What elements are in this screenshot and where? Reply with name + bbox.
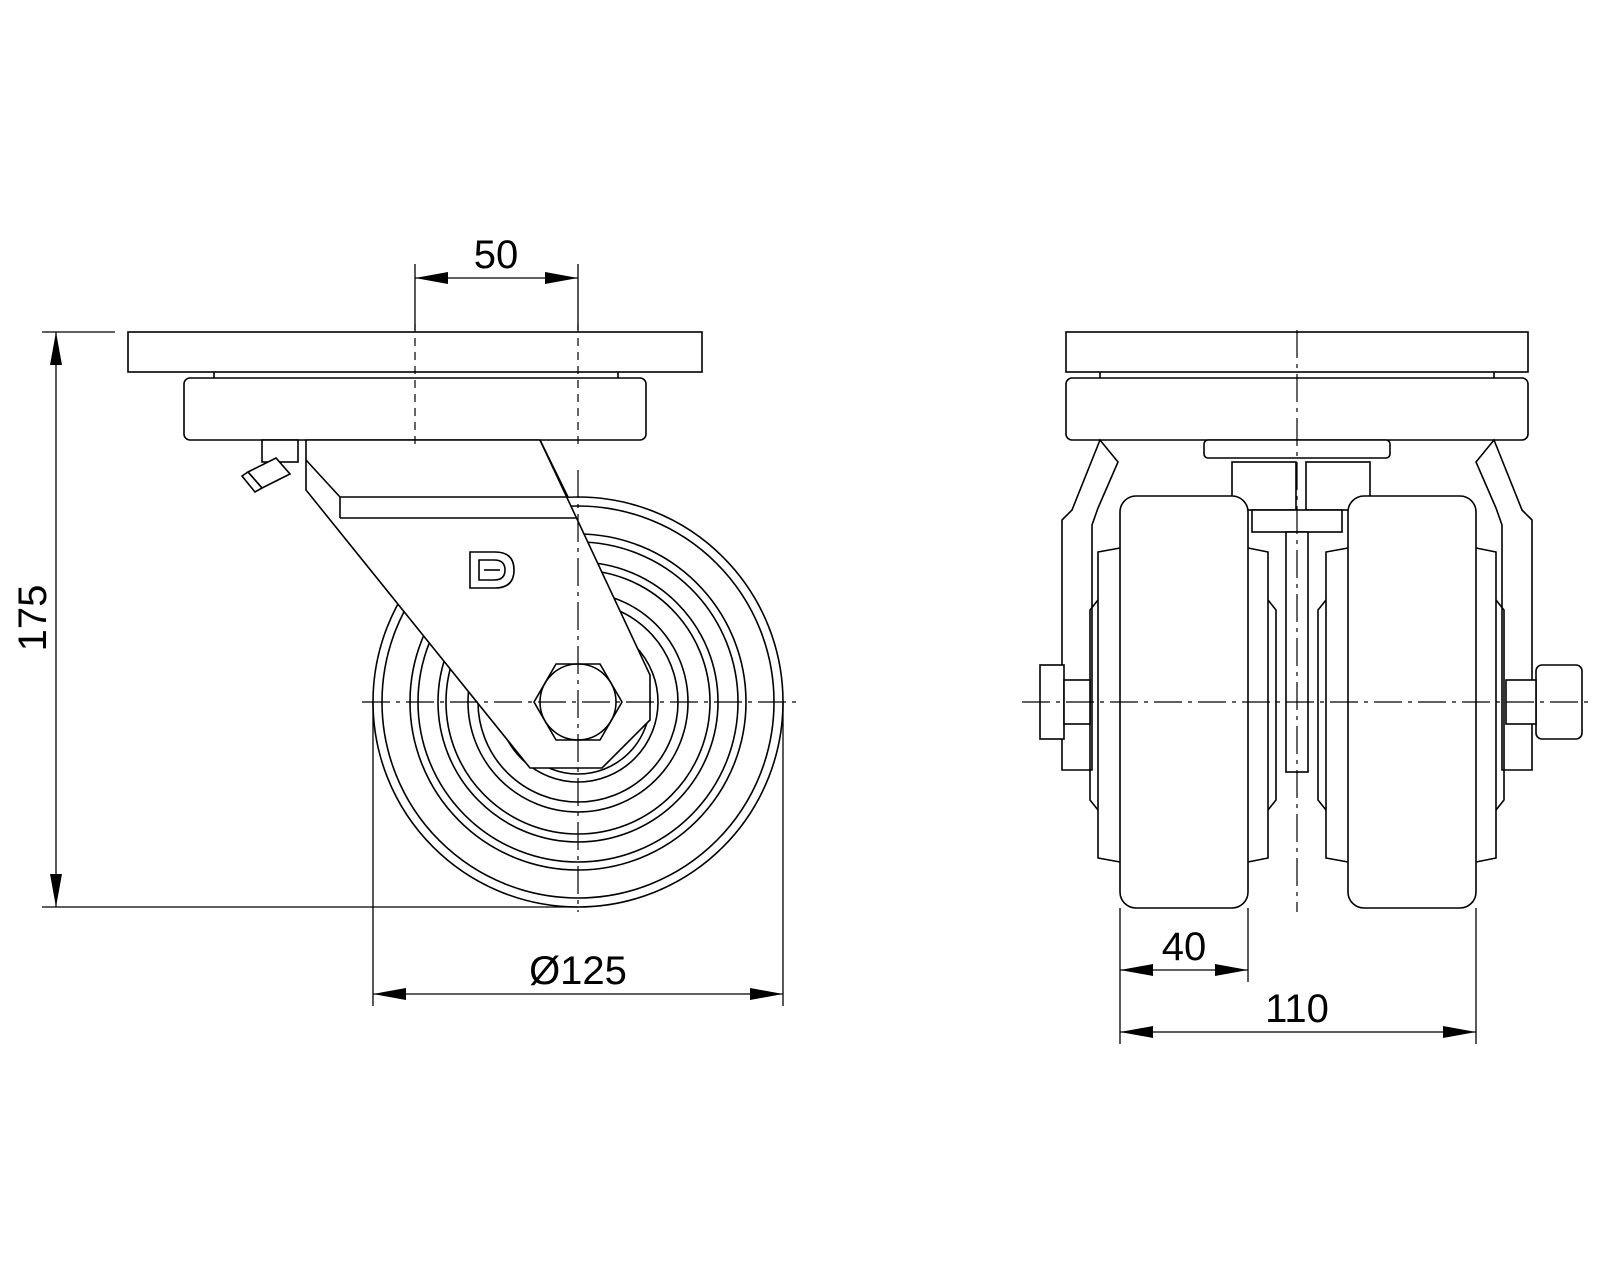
dimension-wheel-diameter: Ø125 — [372, 702, 784, 1006]
dimension-wheel-width: 40 — [1119, 908, 1249, 1044]
dimension-offset-label: 50 — [474, 233, 519, 277]
logo-icon — [469, 551, 515, 589]
grease-nipple — [240, 439, 299, 494]
dimension-overall-width: 110 — [1120, 908, 1477, 1044]
dimension-height: 175 — [11, 331, 578, 908]
front-view — [1022, 330, 1592, 912]
dimension-wheel-diameter-label: Ø125 — [529, 949, 627, 993]
dimension-wheel-width-label: 40 — [1162, 925, 1207, 969]
dimension-offset: 50 — [414, 233, 579, 330]
side-view — [127, 324, 796, 912]
dimension-overall-width-label: 110 — [1265, 987, 1329, 1031]
dimension-height-label: 175 — [11, 585, 55, 652]
